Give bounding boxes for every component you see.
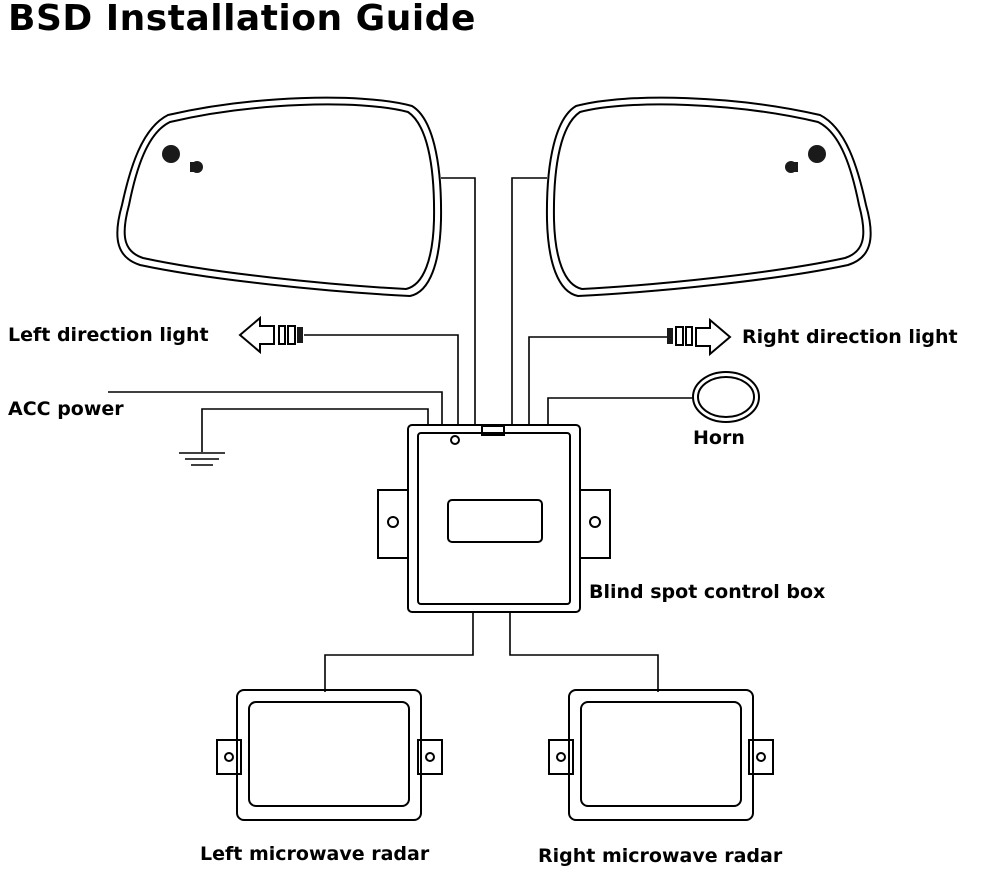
horn-icon xyxy=(692,371,760,423)
right-arrow-icon xyxy=(667,317,732,357)
left-direction-light-label: Left direction light xyxy=(8,324,209,346)
control-box xyxy=(377,424,611,613)
page-title: BSD Installation Guide xyxy=(8,0,476,39)
radar-wires xyxy=(324,612,659,692)
acc-power-label: ACC power xyxy=(8,398,124,420)
acc-power-wire xyxy=(108,391,443,425)
left-radar xyxy=(216,689,443,821)
right-mirror-warning-icon xyxy=(785,145,826,173)
right-mirror xyxy=(545,96,872,298)
left-mirror xyxy=(116,96,443,298)
left-arrow-icon xyxy=(238,315,303,355)
right-radar-label: Right microwave radar xyxy=(538,845,783,867)
horn-label: Horn xyxy=(693,427,745,449)
left-radar-label: Left microwave radar xyxy=(200,843,430,865)
left-mirror-warning-icon xyxy=(162,145,203,173)
mirror-wires xyxy=(441,177,547,425)
control-box-label: Blind spot control box xyxy=(589,581,826,603)
ground-wire xyxy=(201,408,429,452)
left-direction-light-wire xyxy=(304,334,459,425)
right-direction-light-label: Right direction light xyxy=(742,326,958,348)
right-direction-light-wire xyxy=(528,336,668,425)
right-radar xyxy=(548,689,774,821)
horn-wire xyxy=(547,397,692,425)
ground-icon xyxy=(179,452,225,466)
